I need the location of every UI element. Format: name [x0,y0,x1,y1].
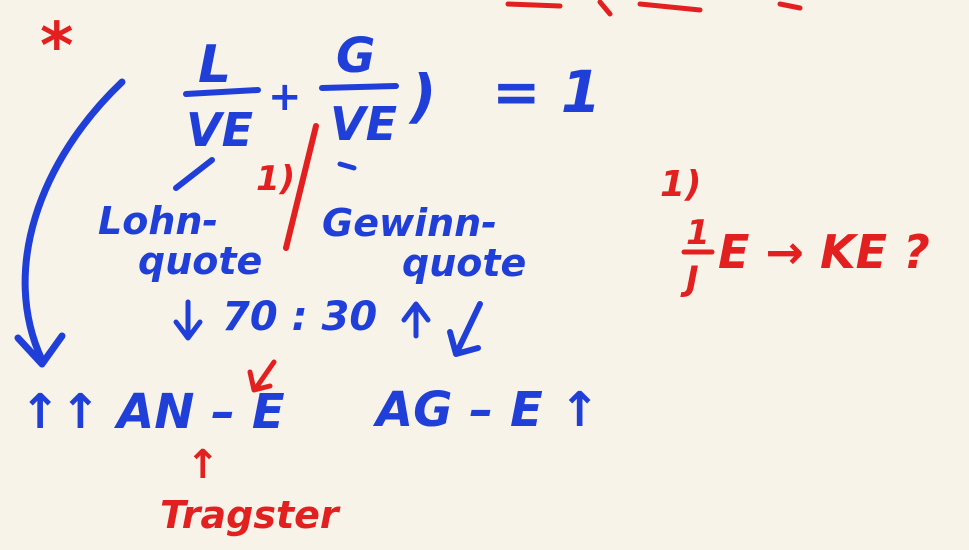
fraction-2-numerator: G [336,28,375,84]
fraction-2-bar [319,83,399,91]
left-curved-arrow [21,78,126,364]
profit-share-line-1: Gewinn- [322,201,497,245]
tick-under-fraction-1 [173,157,215,191]
up-arrow-right [401,301,431,339]
right-fraction-numerator: 1 [686,213,710,253]
equals-one: = 1 [492,58,601,126]
wage-share-line-2: quote [138,239,262,283]
right-fraction-denominator: J [680,259,699,299]
employer-income-expression: AG – E ↑ [372,382,600,438]
tragerin-label: Tragster [160,493,341,537]
ratio-text: 70 : 30 [222,294,377,340]
right-label-one: 1) [660,164,702,205]
left-arrow-head [14,332,66,368]
right-expression: E → KE ? [718,225,930,279]
down-arrow-left [173,299,203,341]
fraction-1-bar [183,87,261,97]
fraction-1-denominator: VE [186,103,253,157]
top-red-stroke [505,0,803,17]
closing-paren: ) [408,62,437,130]
center-label-one: 1) [256,159,295,199]
diagonal-arrow-ag [447,301,483,357]
red-up-arrow: ↑ [186,442,220,488]
wage-share-line-1: Lohn- [98,199,218,243]
star-mark: * [40,10,73,84]
fraction-1-numerator: L [198,35,231,95]
red-arrow-to-e [247,359,277,393]
tick-under-fraction-2 [337,161,357,171]
plus-sign: + [268,74,302,120]
employee-income-expression: ↑↑ AN – E [20,384,285,440]
red-divider-line [283,123,319,251]
fraction-2-denominator: VE [330,97,397,151]
profit-share-line-2: quote [402,241,526,285]
